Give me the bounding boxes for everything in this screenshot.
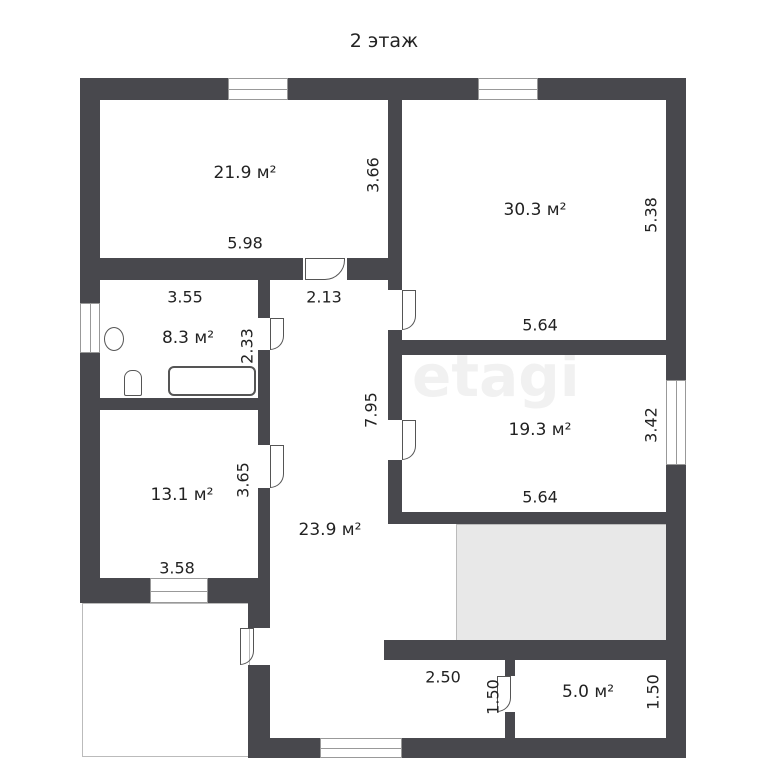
toilet-icon xyxy=(124,370,142,396)
room-area: 21.9 м² xyxy=(213,163,277,183)
room-width: 3.58 xyxy=(159,558,195,578)
room-area: 30.3 м² xyxy=(503,200,567,220)
room-height: 3.42 xyxy=(641,407,661,443)
wall xyxy=(388,512,686,524)
wall xyxy=(258,280,270,318)
room-height: 1.50 xyxy=(643,674,663,710)
room-height: 5.38 xyxy=(641,197,661,233)
wall xyxy=(505,712,515,742)
wall xyxy=(100,398,258,410)
wall xyxy=(388,78,402,290)
room-height: 7.95 xyxy=(361,392,381,428)
wall xyxy=(384,640,686,660)
balcony xyxy=(82,603,250,757)
wall xyxy=(258,350,270,445)
door xyxy=(402,290,416,330)
room-width: 2.13 xyxy=(306,287,342,307)
room-width: 5.64 xyxy=(522,315,558,335)
door xyxy=(270,318,284,350)
door xyxy=(402,420,416,460)
window xyxy=(228,78,288,100)
door xyxy=(305,258,345,280)
window xyxy=(80,303,100,353)
room-area: 13.1 м² xyxy=(150,485,214,505)
window xyxy=(320,738,402,758)
bathtub-icon xyxy=(168,366,256,396)
wall xyxy=(248,603,270,628)
door xyxy=(240,628,254,665)
watermark-logo: etagi xyxy=(412,342,580,410)
room-width: 1.50 xyxy=(483,679,503,715)
wall-top xyxy=(80,78,686,100)
wall xyxy=(100,258,303,280)
window xyxy=(666,380,686,465)
wall xyxy=(258,488,270,603)
wall xyxy=(388,460,402,524)
sink-icon xyxy=(104,327,124,351)
wall xyxy=(388,340,686,355)
room-width: 5.98 xyxy=(227,233,263,253)
window xyxy=(478,78,538,100)
window xyxy=(150,578,208,603)
room-area: 5.0 м² xyxy=(561,682,615,702)
wall xyxy=(347,258,402,280)
room-height: 2.33 xyxy=(237,328,257,364)
room-height: 3.66 xyxy=(363,157,383,193)
stairwell xyxy=(456,524,668,642)
wall xyxy=(505,660,515,676)
room-width: 5.64 xyxy=(522,487,558,507)
room-area: 19.3 м² xyxy=(508,420,572,440)
room-area: 8.3 м² xyxy=(161,328,215,348)
room-height: 3.65 xyxy=(233,462,253,498)
room-width: 3.55 xyxy=(167,287,203,307)
corridor-width: 2.50 xyxy=(425,667,461,687)
wall xyxy=(248,665,270,758)
room-area: 23.9 м² xyxy=(298,520,362,540)
wall-bottom xyxy=(248,738,686,758)
floor-title: 2 этаж xyxy=(349,30,419,52)
door xyxy=(270,445,284,488)
